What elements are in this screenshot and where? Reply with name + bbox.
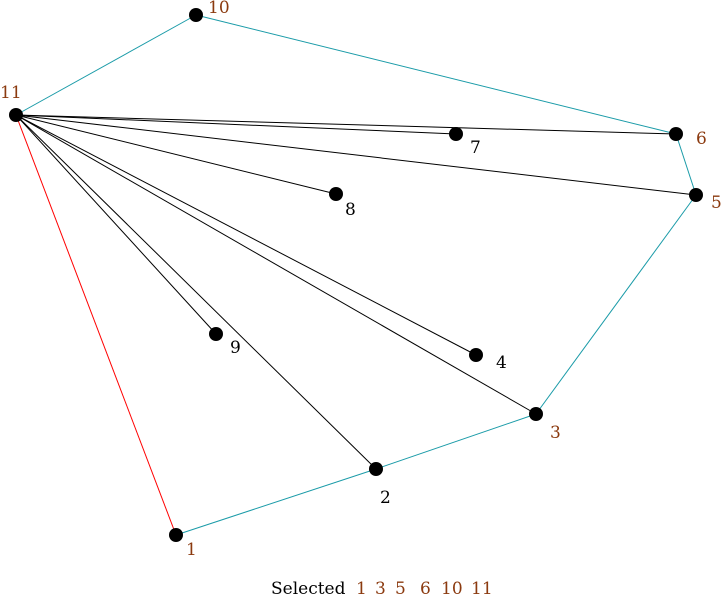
- node-label: 10: [208, 0, 230, 18]
- node-dot[interactable]: [169, 528, 183, 542]
- selected-value: 6: [420, 579, 431, 595]
- node-dot[interactable]: [369, 462, 383, 476]
- node-3[interactable]: 3: [529, 407, 561, 443]
- selected-value: 11: [471, 579, 493, 595]
- node-label: 1: [186, 540, 197, 560]
- selected-value: 5: [395, 579, 406, 595]
- scan-edge: [15, 114, 697, 196]
- node-6[interactable]: 6: [669, 127, 707, 149]
- scan-edge: [15, 114, 217, 335]
- node-label: 4: [496, 353, 507, 373]
- node-dot[interactable]: [669, 127, 683, 141]
- hull-edge: [675, 133, 697, 196]
- node-11[interactable]: 11: [0, 83, 23, 122]
- hull-edge: [15, 14, 197, 116]
- node-dot[interactable]: [329, 187, 343, 201]
- node-7[interactable]: 7: [449, 127, 481, 158]
- hull-edge: [175, 468, 377, 536]
- scan-edge: [15, 114, 677, 135]
- node-5[interactable]: 5: [689, 188, 721, 213]
- node-4[interactable]: 4: [469, 348, 507, 373]
- node-label: 2: [380, 488, 391, 508]
- node-label: 11: [0, 83, 22, 103]
- hull-edge: [195, 14, 677, 135]
- scan-edge: [15, 114, 457, 135]
- node-dot[interactable]: [529, 407, 543, 421]
- node-label: 5: [711, 193, 721, 213]
- selected-status: Selected 1 3 5 6 10 11: [271, 579, 493, 595]
- node-dot[interactable]: [689, 188, 703, 202]
- node-9[interactable]: 9: [209, 327, 241, 358]
- selected-value: 3: [375, 579, 386, 595]
- scan-edge: [15, 114, 537, 415]
- hull-edge: [535, 194, 697, 415]
- node-10[interactable]: 10: [189, 0, 230, 22]
- selected-label: Selected: [271, 579, 346, 595]
- node-dot[interactable]: [469, 348, 483, 362]
- node-label: 6: [696, 129, 707, 149]
- node-label: 3: [550, 423, 561, 443]
- node-dot[interactable]: [449, 127, 463, 141]
- node-label: 8: [345, 200, 356, 220]
- node-dot[interactable]: [189, 8, 203, 22]
- node-label: 9: [230, 338, 241, 358]
- node-8[interactable]: 8: [329, 187, 356, 220]
- scan-edge: [15, 114, 477, 356]
- selected-value: 1: [356, 579, 367, 595]
- node-dot[interactable]: [9, 108, 23, 122]
- current-edge: [15, 114, 177, 536]
- selected-value: 10: [441, 579, 463, 595]
- node-dot[interactable]: [209, 327, 223, 341]
- node-1[interactable]: 1: [169, 528, 197, 560]
- scan-edge: [15, 114, 337, 195]
- scan-edge: [15, 114, 377, 470]
- node-2[interactable]: 2: [369, 462, 391, 508]
- hull-edge: [375, 413, 537, 470]
- node-label: 7: [470, 138, 481, 158]
